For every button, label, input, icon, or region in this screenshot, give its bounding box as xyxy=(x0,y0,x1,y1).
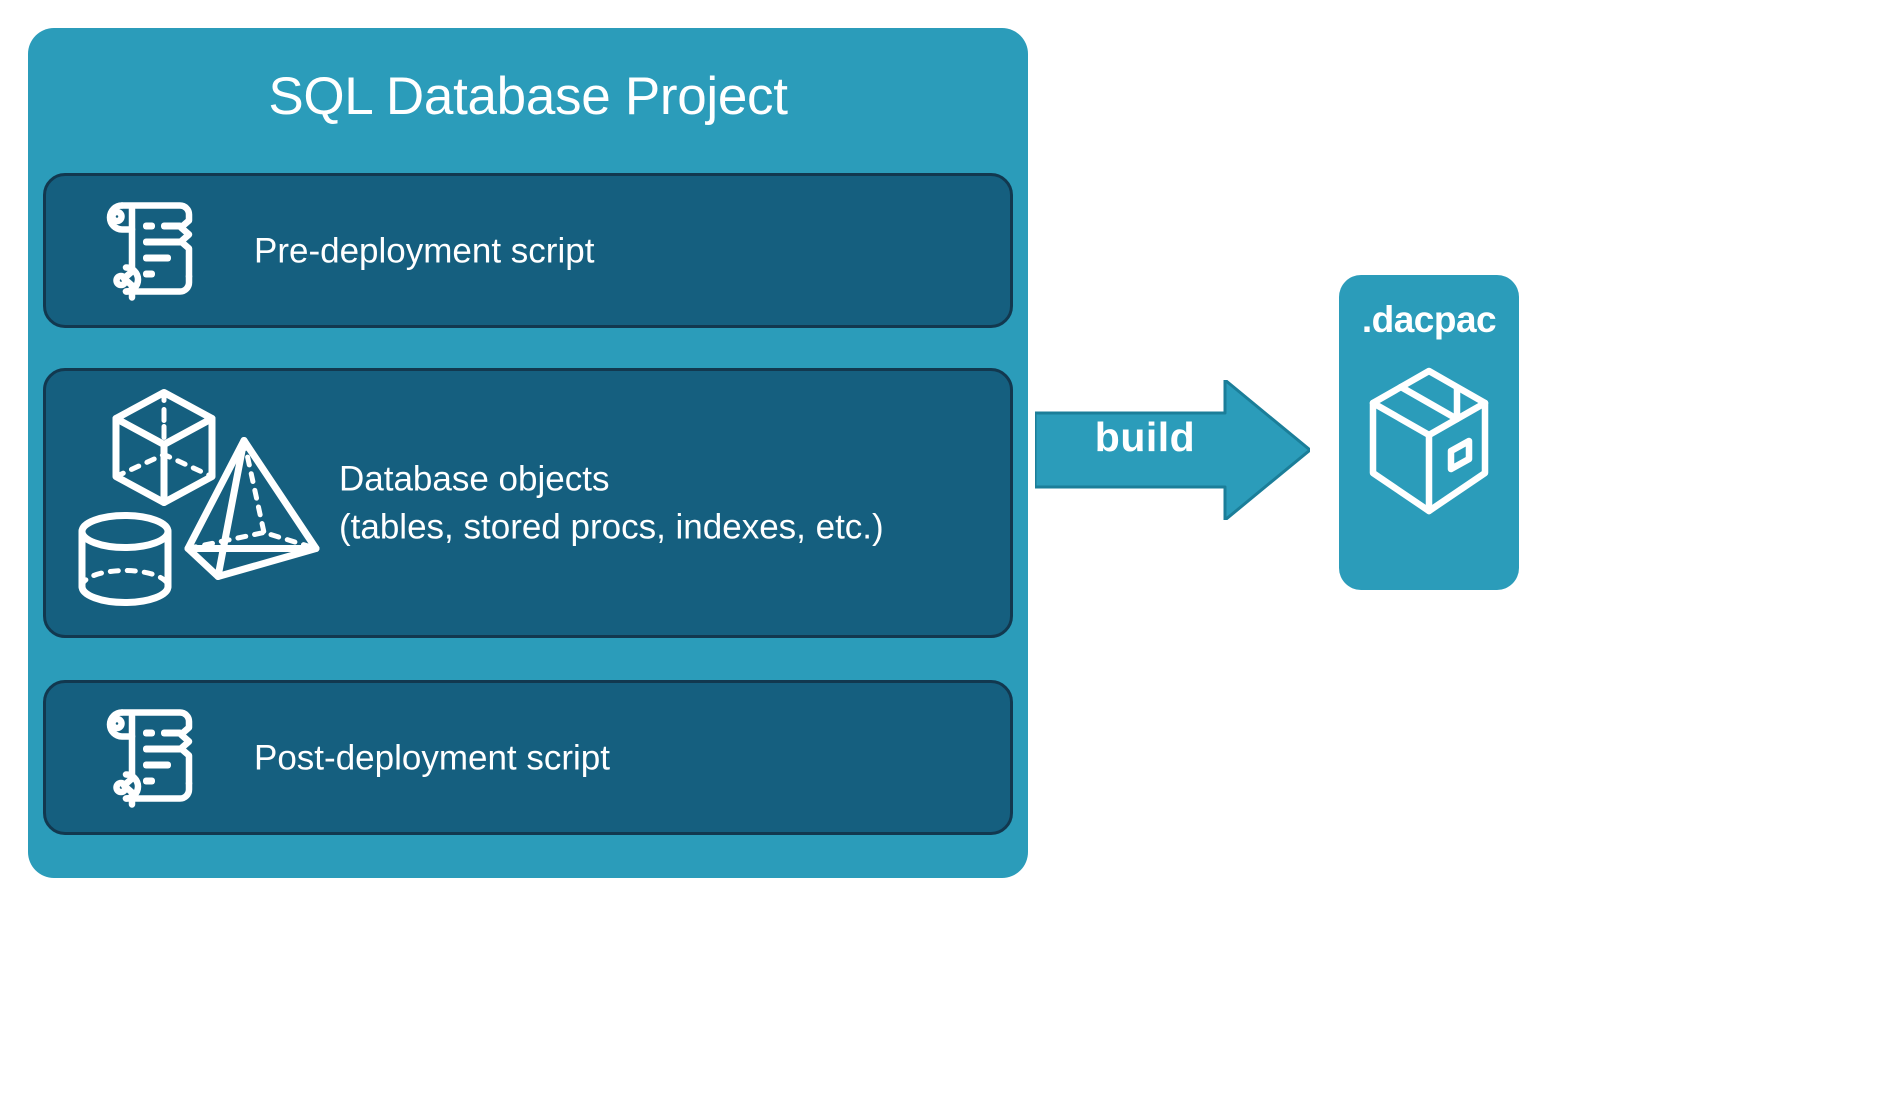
package-box-icon xyxy=(1359,363,1499,528)
panel-post-deployment-script[interactable]: Post-deployment script xyxy=(43,680,1013,835)
panel-label-post-deployment: Post-deployment script xyxy=(254,737,610,777)
3d-shapes-icon xyxy=(68,381,328,626)
panel-database-objects[interactable]: Database objects (tables, stored procs, … xyxy=(43,368,1013,638)
arrow-right-icon xyxy=(1033,378,1312,522)
dacpac-output-container[interactable]: .dacpac xyxy=(1339,275,1519,590)
scroll-icon xyxy=(88,702,200,813)
sql-database-project-container: SQL Database Project xyxy=(28,28,1028,878)
scroll-icon xyxy=(88,195,200,306)
build-label: build xyxy=(1094,414,1196,460)
panel-pre-deployment-script[interactable]: Pre-deployment script xyxy=(43,173,1013,328)
database-objects-line-2: (tables, stored procs, indexes, etc.) xyxy=(339,507,884,546)
panel-label-pre-deployment: Pre-deployment script xyxy=(254,230,595,270)
panel-label-database-objects: Database objects (tables, stored procs, … xyxy=(339,409,884,598)
database-objects-line-1: Database objects xyxy=(339,459,610,499)
dacpac-label: .dacpac xyxy=(1361,299,1497,340)
page-title: SQL Database Project xyxy=(268,67,788,126)
